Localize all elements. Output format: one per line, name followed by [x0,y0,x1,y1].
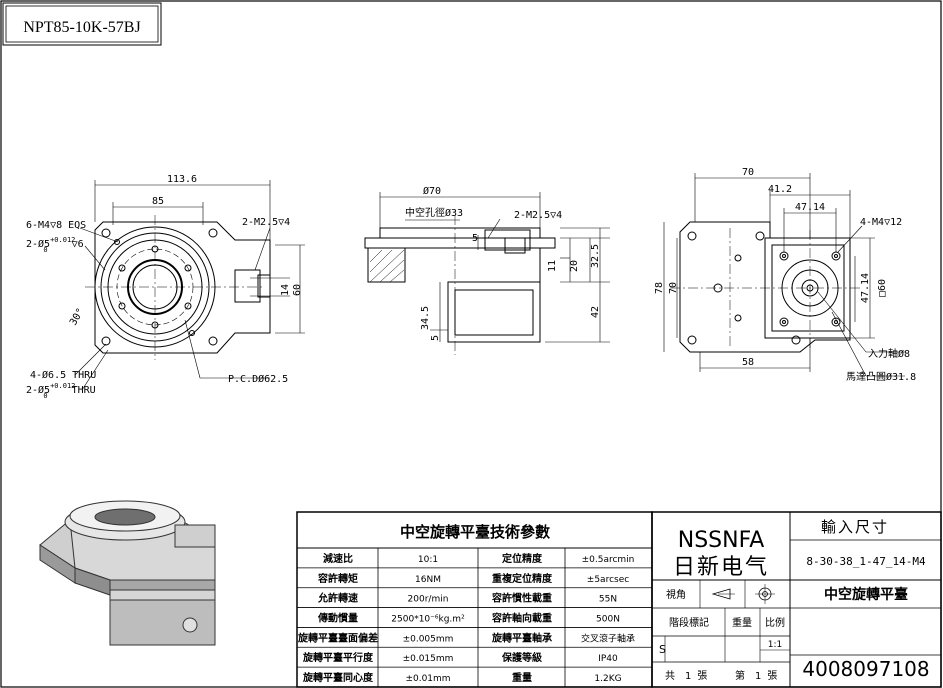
spec-table-title: 中空旋轉平臺技術參數 [400,523,550,541]
input-size-label: 輸入尺寸 [821,518,889,536]
spec-param-label: 旋轉平臺軸承 [491,631,552,644]
dim-78: 78 [654,282,665,294]
dim-113-6: 113.6 [167,174,197,185]
spec-param-value: 2500*10⁻⁶kg.m² [391,615,465,625]
dim-70-v: 70 [668,282,679,294]
label-tap-holes: 6-M4▽8 EQS [26,220,86,231]
spec-param-label: 容許軸向載重 [491,612,552,625]
spec-param-value: 10:1 [418,555,438,565]
label-pcd: P.C.DØ62.5 [228,373,288,385]
dim-60: 60 [292,284,303,296]
brand-cn: 日新电气 [673,555,769,580]
spec-param-value: 1.2KG [594,674,621,684]
spec-param-label: 定位精度 [502,552,543,565]
label-motor-boss: 馬達凸圓Ø31.8 [846,371,916,383]
spec-param-label: 容許慣性載重 [491,592,552,605]
isometric-view [39,500,216,646]
spec-param-label: 保護等級 [501,651,542,664]
label-m4-holes: 4-M4▽12 [860,217,902,228]
stage-value: S [659,643,666,656]
spec-param-label: 允許轉速 [317,592,358,605]
spec-rows: 減速比 10:1 定位精度 ±0.5arcmin 容許轉矩 16NM 重複定位精度 ±5arc… [297,552,635,684]
spec-param-label: 重量 [512,671,532,684]
dim-47-14-v: 47.14 [860,273,871,303]
dim-20: 20 [569,260,580,272]
spec-param-value: ±0.5arcmin [582,555,635,565]
scale-label: 比例 [765,616,785,629]
right-view-labels: 70 41.2 47.14 4-M4▽12 78 70 47.14 □60 58… [654,167,916,383]
dim-5-bot: 5 [430,335,441,341]
spec-param-label: 減速比 [323,552,353,565]
spec-param-label: 旋轉平臺同心度 [302,671,374,684]
dim-42: 42 [590,306,601,318]
spec-param-value: 200r/min [408,595,449,605]
dim-41-2: 41.2 [768,184,792,195]
brand-en: NSSNFA [678,528,765,553]
view-label: 視角 [666,588,686,601]
dim-85: 85 [152,196,164,207]
product-name: 中空旋轉平臺 [824,586,908,603]
label-hollow-bore: 中空孔徑Ø33 [405,206,463,219]
spec-param-value: 500N [596,615,620,625]
title-block-texts: NSSNFA 日新电气 輸入尺寸 8-30-38_1-47_14-M4 視角 中… [659,518,930,682]
spec-param-value: ±5arcsec [587,575,629,585]
left-top-view [74,180,305,391]
middle-section-view [364,192,610,355]
dim-dia70: Ø70 [423,185,441,197]
label-thru-holes: 4-Ø6.5 THRU [30,369,96,381]
spec-param-label: 旋轉平臺平行度 [302,651,374,664]
spec-param-label: 容許轉矩 [317,572,358,585]
dim-32-5: 32.5 [590,244,601,268]
scale-value: 1:1 [768,640,782,650]
housing [367,248,406,283]
spec-param-value: IP40 [598,654,618,664]
middle-view-labels: Ø70 中空孔徑Ø33 2-M2.5▽4 5 11 20 32.5 42 34.… [405,185,601,341]
dim-14: 14 [280,284,291,296]
phone-number: 4008097108 [802,657,929,681]
label-input-shaft: 入力軸Ø8 [868,347,910,360]
base-plate-outline [94,221,271,354]
label-m2-5-mid: 2-M2.5▽4 [514,210,562,221]
model-number: NPT85-10K-57BJ [23,19,140,36]
spec-param-value: 16NM [415,575,441,585]
input-size-value: 8-30-38_1-47_14-M4 [806,555,926,568]
dim-sq60: □60 [877,279,888,297]
dim-11: 11 [547,260,558,272]
spec-param-value: 交叉滾子軸承 [581,632,635,644]
spec-param-value: ±0.01mm [405,674,450,684]
dim-58: 58 [742,357,754,368]
spec-param-value: ±0.015mm [403,654,454,664]
dim-5-top: 5 [472,233,478,244]
dim-34-5: 34.5 [420,306,431,330]
spec-param-value: 55N [599,595,617,605]
model-title-box: NPT85-10K-57BJ [2,2,162,46]
motor-body [447,281,541,343]
right-bottom-view [663,173,905,377]
spec-table [296,511,653,688]
spec-param-value: ±0.005mm [403,634,454,644]
weight-label: 重量 [732,616,752,629]
stage-label: 階段標記 [669,616,709,629]
angle-30: 30° [68,306,87,327]
label-m2-5: 2-M2.5▽4 [242,217,290,228]
spec-param-label: 旋轉平臺臺面偏差 [297,631,378,644]
dim-47-14-top: 47.14 [795,202,825,213]
title-block [651,511,942,688]
spec-param-label: 重複定位精度 [492,572,553,585]
dim-70-h: 70 [742,167,754,178]
spec-param-label: 傳動慣量 [317,612,358,625]
